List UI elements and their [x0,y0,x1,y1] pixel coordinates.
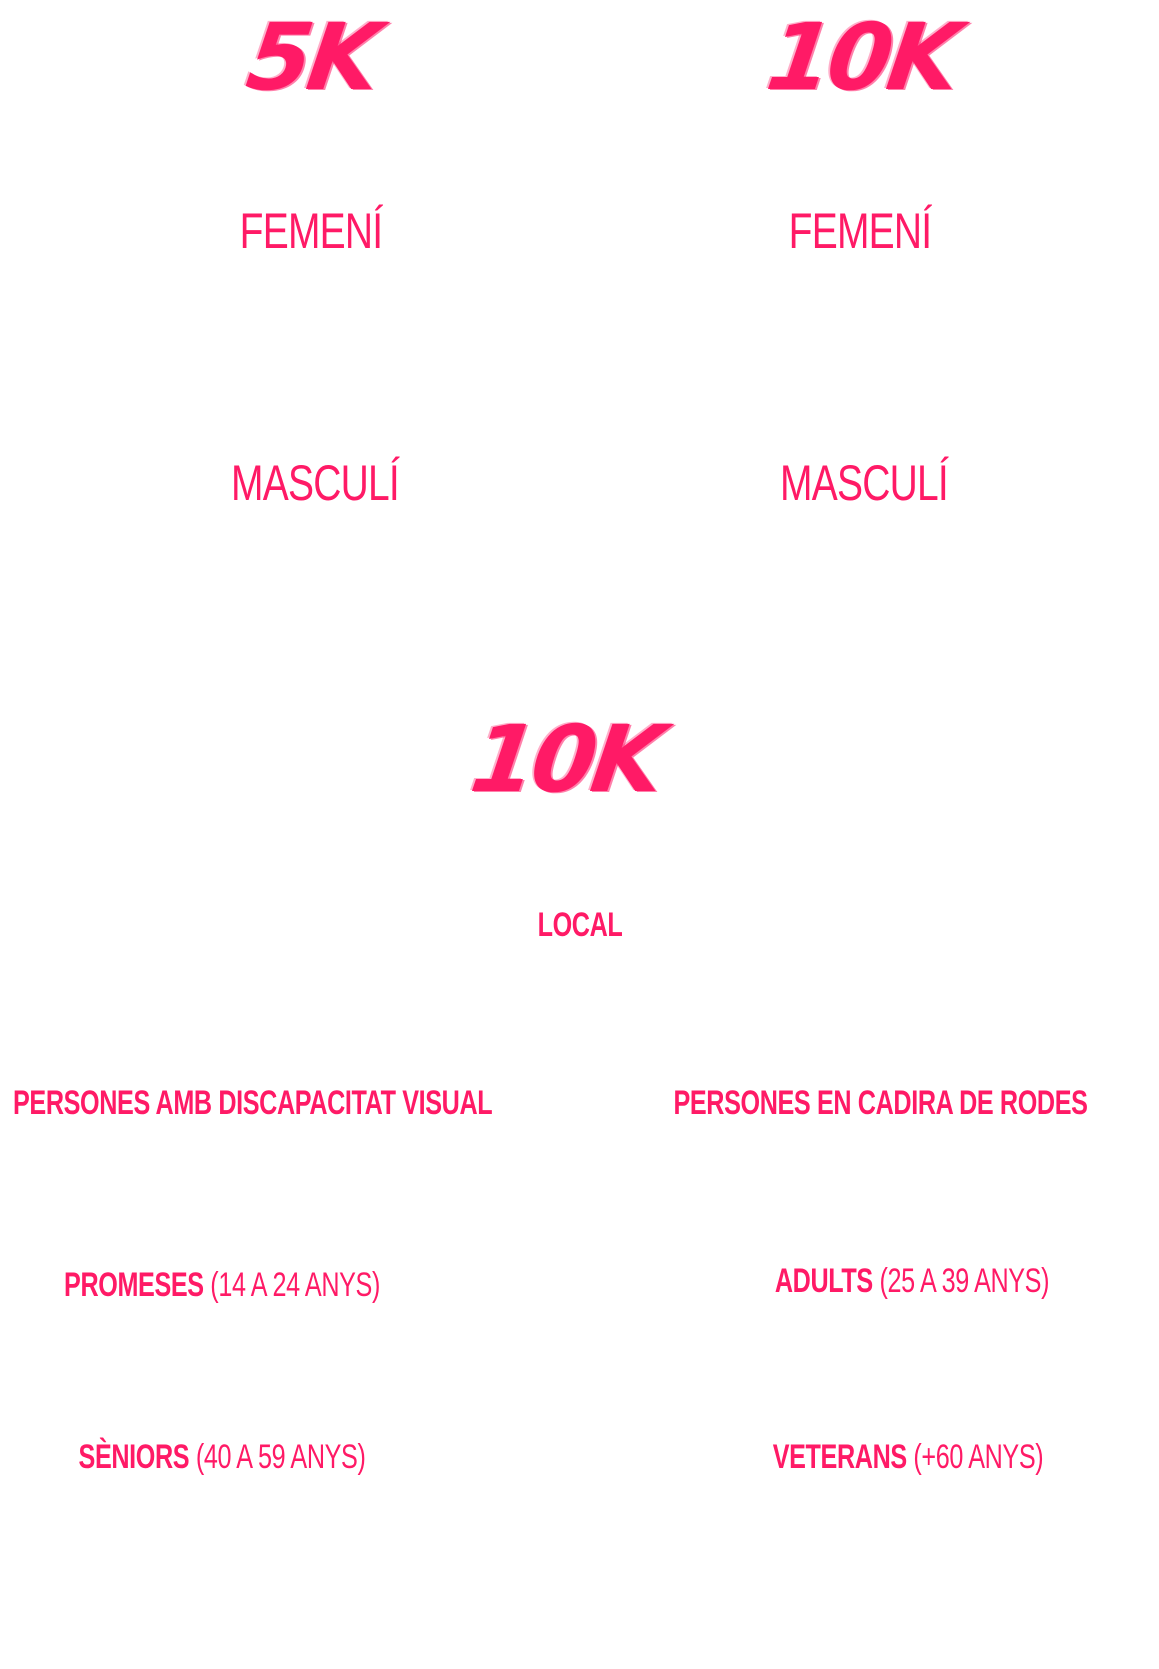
category-veterans-name: VETERANS [772,1438,907,1476]
category-adults: ADULTS (25 A 39 ANYS) [774,1262,1050,1300]
5k-male-label: MASCULÍ [231,455,400,511]
category-wheelchair-name: PERSONES EN CADIRA DE RODES [673,1084,1088,1122]
category-seniors-name: SÈNIORS [78,1438,190,1476]
category-seniors-range: (40 A 59 ANYS) [195,1438,366,1476]
category-promeses: PROMESES (14 A 24 ANYS) [64,1268,380,1302]
distance-10k-categories-heading: 10K [464,706,668,813]
category-local: LOCAL [538,908,623,942]
category-adults-range: (25 A 39 ANYS) [879,1262,1050,1300]
category-veterans-range: (+60 ANYS) [913,1438,1044,1476]
category-local-name: LOCAL [537,906,623,944]
10k-female-label: FEMENÍ [788,203,932,259]
category-veterans: VETERANS (+60 ANYS) [773,1440,1044,1474]
category-adults-name: ADULTS [774,1262,873,1300]
category-visual-impairment: PERSONES AMB DISCAPACITAT VISUAL [13,1084,493,1122]
10k-male-label: MASCULÍ [780,455,949,511]
category-seniors: SÈNIORS (40 A 59 ANYS) [79,1440,366,1474]
category-promeses-range: (14 A 24 ANYS) [210,1266,380,1304]
category-wheelchair: PERSONES EN CADIRA DE RODES [674,1086,1088,1120]
5k-female-label: FEMENÍ [239,203,383,259]
category-promeses-name: PROMESES [64,1266,204,1304]
distance-10k-heading: 10K [760,4,964,111]
category-visual-impairment-name: PERSONES AMB DISCAPACITAT VISUAL [13,1084,493,1122]
distance-5k-heading: 5K [240,4,384,111]
